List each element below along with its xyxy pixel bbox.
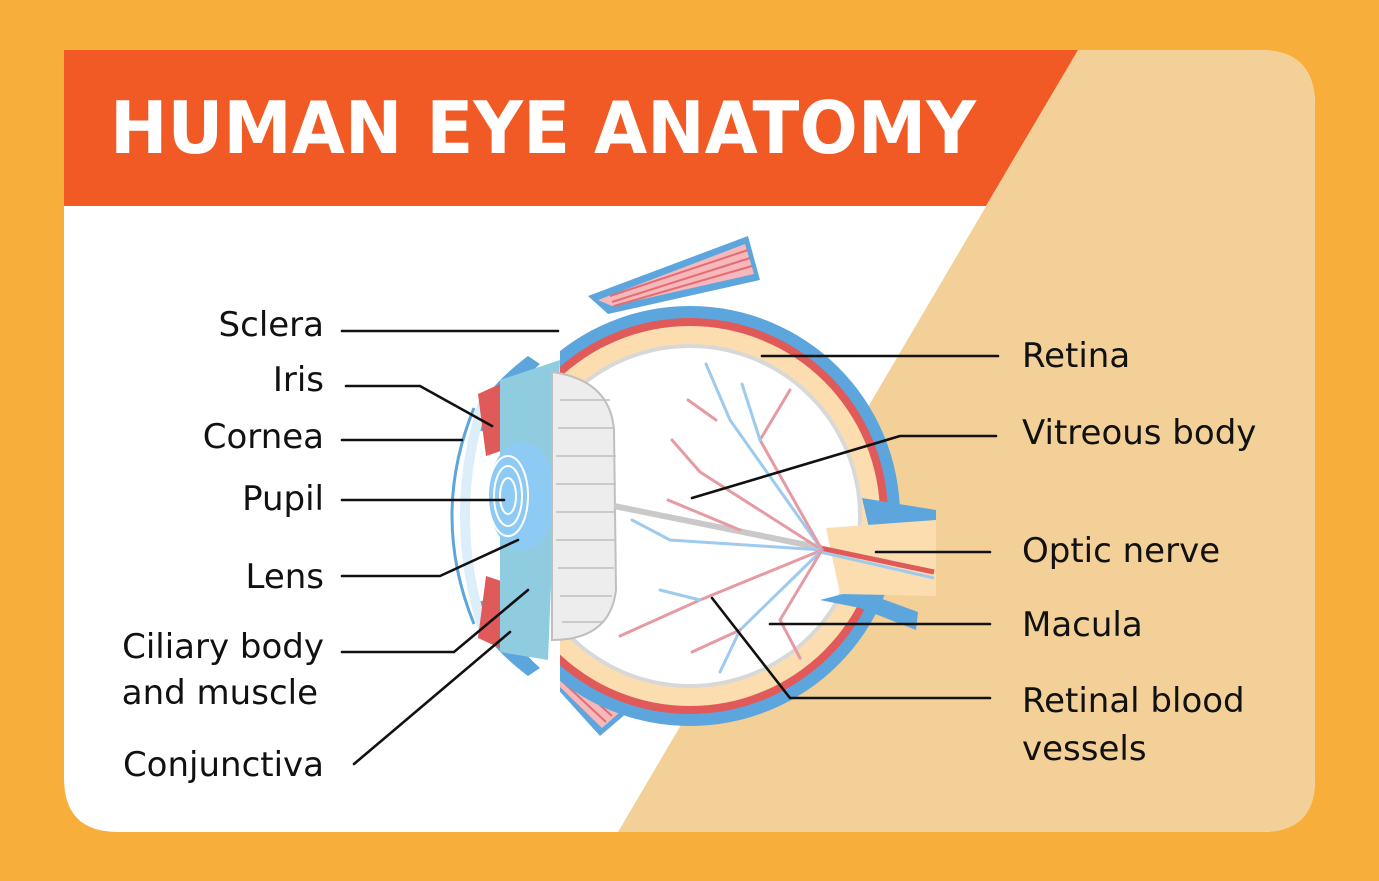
title-band bbox=[64, 50, 1078, 206]
leader-ciliary bbox=[340, 588, 530, 654]
label-ciliary-line2: and muscle bbox=[122, 673, 318, 713]
label-optic-nerve: Optic nerve bbox=[1022, 531, 1220, 571]
label-ciliary-line1: Ciliary body bbox=[122, 627, 324, 667]
label-conjunctiva: Conjunctiva bbox=[123, 745, 324, 785]
optic-sheath-bottom bbox=[820, 590, 918, 630]
leader-lens bbox=[340, 538, 520, 578]
label-macula: Macula bbox=[1022, 605, 1143, 645]
leader-conjunctiva bbox=[352, 630, 512, 766]
hyaloid-canal bbox=[613, 503, 823, 551]
label-retina: Retina bbox=[1022, 336, 1130, 376]
label-vitreous: Vitreous body bbox=[1022, 413, 1256, 453]
label-pupil: Pupil bbox=[242, 479, 324, 519]
leader-iris bbox=[344, 384, 494, 428]
optic-nerve-artery bbox=[819, 545, 935, 575]
labels-left: Sclera Iris Cornea Pupil Lens Ciliary bo… bbox=[122, 305, 324, 785]
leader-vessels bbox=[710, 596, 992, 700]
pupil-rings bbox=[487, 455, 529, 537]
retinal-blood-vessels bbox=[618, 362, 824, 674]
zonule-fibres bbox=[551, 370, 618, 642]
leader-lines bbox=[340, 329, 1000, 766]
page-title: HUMAN EYE ANATOMY bbox=[110, 86, 977, 170]
cornea-outline bbox=[450, 407, 476, 625]
optic-nerve bbox=[826, 520, 936, 596]
eye-illustration bbox=[450, 236, 936, 736]
labels-right: Retina Vitreous body Optic nerve Macula … bbox=[1022, 336, 1256, 769]
label-lens: Lens bbox=[245, 557, 324, 597]
optic-nerve-vein bbox=[819, 550, 935, 580]
label-sclera: Sclera bbox=[219, 305, 324, 345]
label-vessels-line2: vessels bbox=[1022, 729, 1147, 769]
leader-vitreous bbox=[690, 434, 998, 500]
label-iris: Iris bbox=[273, 360, 324, 400]
iris-upper bbox=[478, 384, 504, 456]
label-vessels-line1: Retinal blood bbox=[1022, 681, 1245, 721]
iris-lower bbox=[478, 576, 504, 648]
label-cornea: Cornea bbox=[203, 417, 324, 457]
cornea bbox=[460, 398, 489, 634]
